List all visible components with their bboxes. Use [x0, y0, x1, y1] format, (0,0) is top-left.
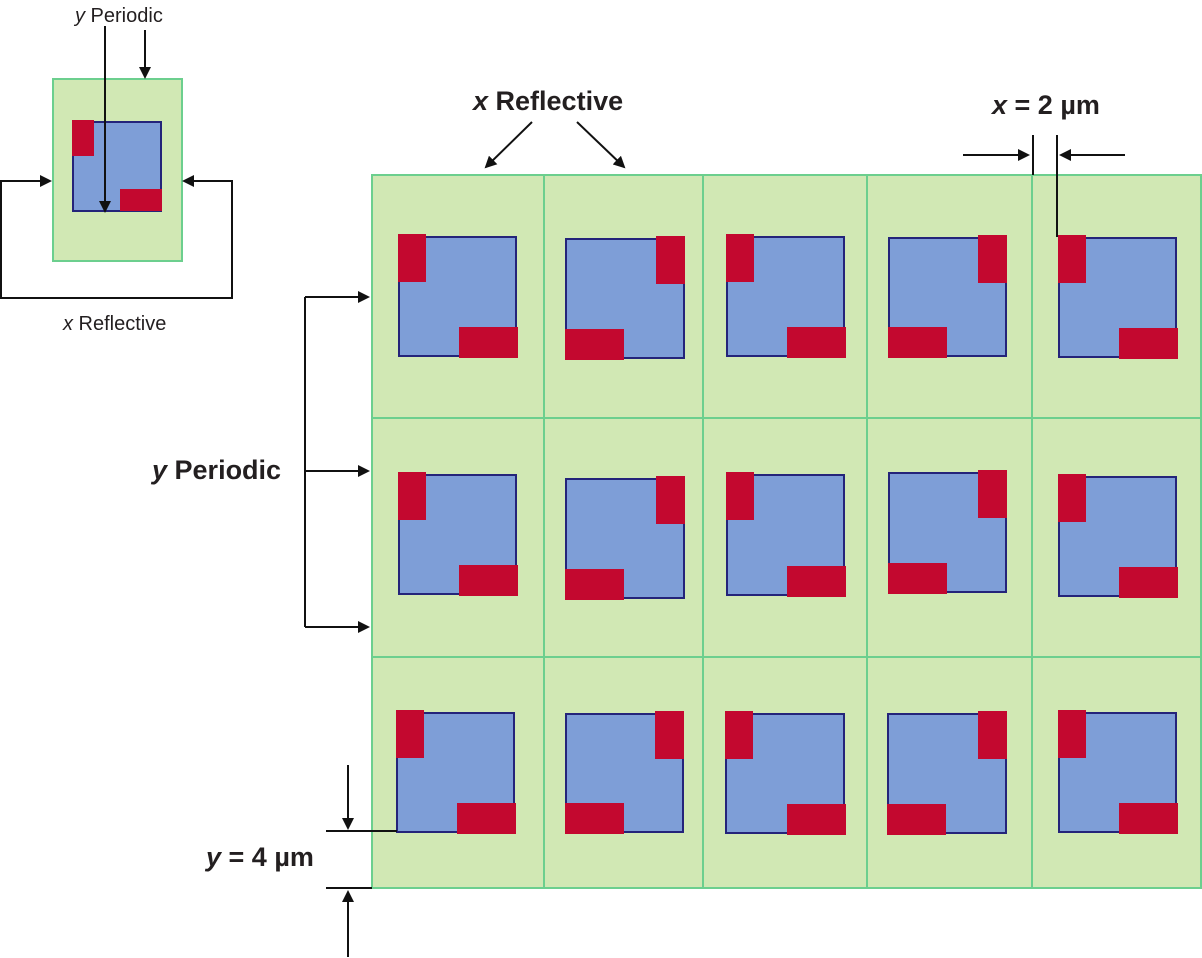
pad-horizontal — [787, 327, 846, 358]
y-periodic-label: y Periodic — [150, 455, 281, 485]
pad-vertical — [396, 710, 424, 758]
pad-horizontal — [565, 569, 624, 600]
pad-vertical — [978, 711, 1007, 759]
pad-horizontal — [787, 566, 846, 597]
pad-horizontal — [1119, 803, 1178, 834]
pad-horizontal — [565, 329, 624, 360]
pad-horizontal — [888, 327, 947, 358]
pad-vertical — [725, 711, 753, 759]
inset-pad-vertical — [72, 120, 94, 156]
x-reflective-label: x Reflective — [471, 86, 623, 116]
inset-x-bracket-left — [0, 175, 52, 262]
pad-vertical — [726, 472, 754, 520]
pad-vertical — [1058, 235, 1086, 283]
cell-grid — [371, 174, 1202, 889]
unit-cell-inset — [52, 78, 183, 262]
pad-vertical — [978, 470, 1007, 518]
pad-horizontal — [1119, 567, 1178, 598]
pad-horizontal — [565, 803, 624, 834]
pad-horizontal — [459, 565, 518, 596]
inset-x-reflective-label: x Reflective — [62, 313, 166, 335]
inset-y-periodic-label: y Periodic — [73, 5, 163, 27]
pad-horizontal — [887, 804, 946, 835]
inset-x-bracket-right — [0, 175, 233, 299]
pad-vertical — [978, 235, 1007, 283]
pad-vertical — [656, 476, 685, 524]
x-reflective-arrow-left — [484, 121, 533, 169]
pad-vertical — [398, 472, 426, 520]
pad-vertical — [1058, 710, 1086, 758]
pad-vertical — [656, 236, 685, 284]
x-reflective-arrow-right — [576, 121, 626, 169]
y-dimension-label: y = 4 µm — [204, 842, 314, 872]
pad-horizontal — [888, 563, 947, 594]
pad-vertical — [1058, 474, 1086, 522]
inset-pad-horizontal — [120, 189, 162, 211]
pad-horizontal — [1119, 328, 1178, 359]
pad-horizontal — [457, 803, 516, 834]
x-dimension-label: x = 2 µm — [990, 90, 1100, 120]
pad-vertical — [726, 234, 754, 282]
pad-vertical — [398, 234, 426, 282]
pad-horizontal — [787, 804, 846, 835]
pad-horizontal — [459, 327, 518, 358]
pad-vertical — [655, 711, 684, 759]
